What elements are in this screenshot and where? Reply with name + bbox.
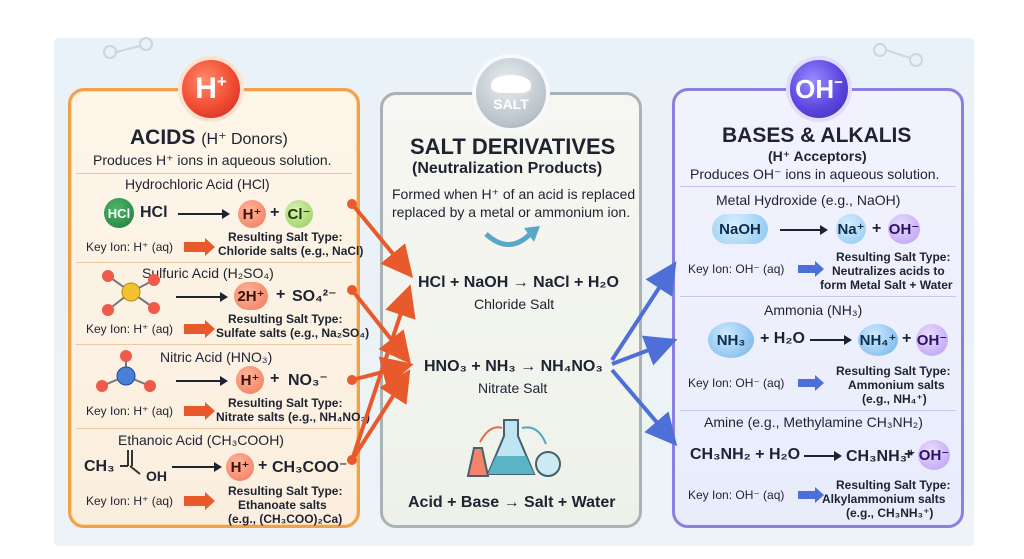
ethanoic-structure-right: OH — [146, 468, 167, 484]
curved-down-arrow-icon — [484, 226, 540, 247]
hydrogen-ion-badge: H+ — [178, 56, 244, 122]
orange-arrow-icon — [184, 238, 215, 256]
acid-name-sulfuric: Sulfuric Acid (H₂SO₄) — [142, 265, 274, 281]
blue-arrow-icon — [798, 487, 824, 503]
ammonium-ion: NH₄⁺ — [858, 324, 898, 356]
hcl-molecule-icon: HCl — [104, 198, 134, 228]
hydroxide-ion: OH⁻ — [918, 440, 950, 470]
ethanoic-structure-left: CH₃ — [84, 458, 115, 475]
neutralization-reaction-2: HNO₃ + NH₃ → NH₄NO₃ — [424, 358, 603, 375]
reaction-2-label: Nitrate Salt — [478, 380, 548, 396]
dissociation-arrow-icon — [780, 225, 828, 235]
key-ion-label: Key Ion: H⁺ (aq) — [86, 322, 174, 336]
key-ion-label: Key Ion: OH⁻ (aq) — [688, 376, 785, 390]
dissociation-arrow-icon — [176, 292, 228, 302]
hydrogen-ion: 2H⁺ — [234, 282, 268, 310]
salt-description-line1: Formed when H⁺ of an acid is replaced — [392, 186, 636, 202]
acid-name-hcl: Hydrochloric Acid (HCl) — [125, 176, 270, 192]
key-ion-label: Key Ion: H⁺ (aq) — [86, 240, 174, 254]
blue-arrow-icon — [798, 375, 824, 391]
base-name-ammonia: Ammonia (NH₃) — [764, 302, 863, 318]
neutralization-reaction-1: HCl + NaOH → NaCl + H₂O — [418, 274, 619, 291]
acid-name-ethanoic: Ethanoic Acid (CH₃COOH) — [118, 432, 284, 448]
salt-subtitle: (Neutralization Products) — [412, 160, 603, 177]
bases-title-sub: (H⁺ Acceptors) — [768, 148, 867, 164]
salt-type-ethanoate: Ethanoate salts — [238, 498, 327, 512]
salt-type-metal: Neutralizes acids to — [832, 264, 945, 278]
orange-arrow-icon — [184, 492, 215, 510]
hydrogen-ion: H⁺ — [238, 200, 266, 228]
hydroxide-ion-badge: OH− — [786, 56, 852, 122]
base-name-naoh: Metal Hydroxide (e.g., NaOH) — [716, 192, 901, 208]
salt-badge: SALT — [472, 54, 550, 132]
salt-type-nitrate: Nitrate salts (e.g., NH₄NO₃) — [216, 410, 370, 424]
blue-arrow-icon — [798, 261, 824, 277]
base-name-amine: Amine (e.g., Methylamine CH₃NH₂) — [704, 414, 923, 430]
bases-title: BASES & ALKALIS — [722, 124, 912, 147]
chloride-ion: Cl⁻ — [285, 200, 313, 228]
salt-title: SALT DERIVATIVES — [410, 134, 616, 159]
key-ion-label: Key Ion: H⁺ (aq) — [86, 494, 174, 508]
acids-title: ACIDS (H⁺ Donors) — [130, 126, 288, 149]
acid-name-nitric: Nitric Acid (HNO₃) — [160, 349, 273, 365]
ethanoate-ion: CH₃COO⁻ — [272, 459, 348, 476]
hcl-formula: HCl — [140, 204, 168, 221]
neutralization-summary: Acid + Base → Salt + Water — [408, 494, 616, 511]
salt-type-sulfate: Sulfate salts (e.g., Na₂SO₄) — [216, 326, 370, 340]
key-ion-label: Key Ion: H⁺ (aq) — [86, 404, 174, 418]
naoh-molecule: NaOH — [712, 214, 768, 244]
key-ion-label: Key Ion: OH⁻ (aq) — [688, 262, 785, 276]
amine-equation: CH₃NH₂ + H₂O — [690, 446, 801, 463]
sulfuric-molecule-icon — [102, 270, 160, 316]
ammonia-molecule: NH₃ — [708, 322, 754, 358]
hydroxide-ion: OH⁻ — [888, 214, 920, 244]
orange-arrow-icon — [184, 320, 215, 338]
dissociation-arrow-icon — [172, 462, 222, 472]
carbonyl-bond-icon — [120, 450, 141, 475]
sulfate-ion: SO₄²⁻ — [292, 288, 337, 305]
flask-icon — [466, 419, 561, 477]
salt-pile-icon — [491, 74, 531, 93]
bases-description: Produces OH⁻ ions in aqueous solution. — [690, 166, 940, 182]
methylammonium-ion: CH₃NH₃⁺ — [846, 448, 916, 465]
sodium-ion: Na⁺ — [836, 214, 866, 244]
acids-description: Produces H⁺ ions in aqueous solution. — [93, 152, 332, 168]
salt-type-ammonium: Ammonium salts — [848, 378, 945, 392]
hydroxide-ion: OH⁻ — [916, 324, 948, 356]
hydrogen-ion: H⁺ — [236, 366, 264, 394]
dissociation-arrow-icon — [178, 209, 230, 219]
nitrate-ion: NO₃⁻ — [288, 372, 328, 389]
key-ion-label: Key Ion: OH⁻ (aq) — [688, 488, 785, 502]
dissociation-arrow-icon — [810, 335, 852, 345]
salt-type-alkylammonium: Alkylammonium salts — [822, 492, 946, 506]
orange-arrow-icon — [184, 402, 215, 420]
reaction-1-label: Chloride Salt — [474, 296, 555, 312]
dissociation-arrow-icon — [804, 451, 842, 461]
nitric-molecule-icon — [96, 350, 156, 392]
dissociation-arrow-icon — [176, 376, 228, 386]
salt-type-chloride: Chloride salts (e.g., NaCl) — [218, 244, 364, 258]
hydrogen-ion: H⁺ — [226, 453, 254, 481]
salt-description-line2: replaced by a metal or ammonium ion. — [392, 204, 631, 220]
